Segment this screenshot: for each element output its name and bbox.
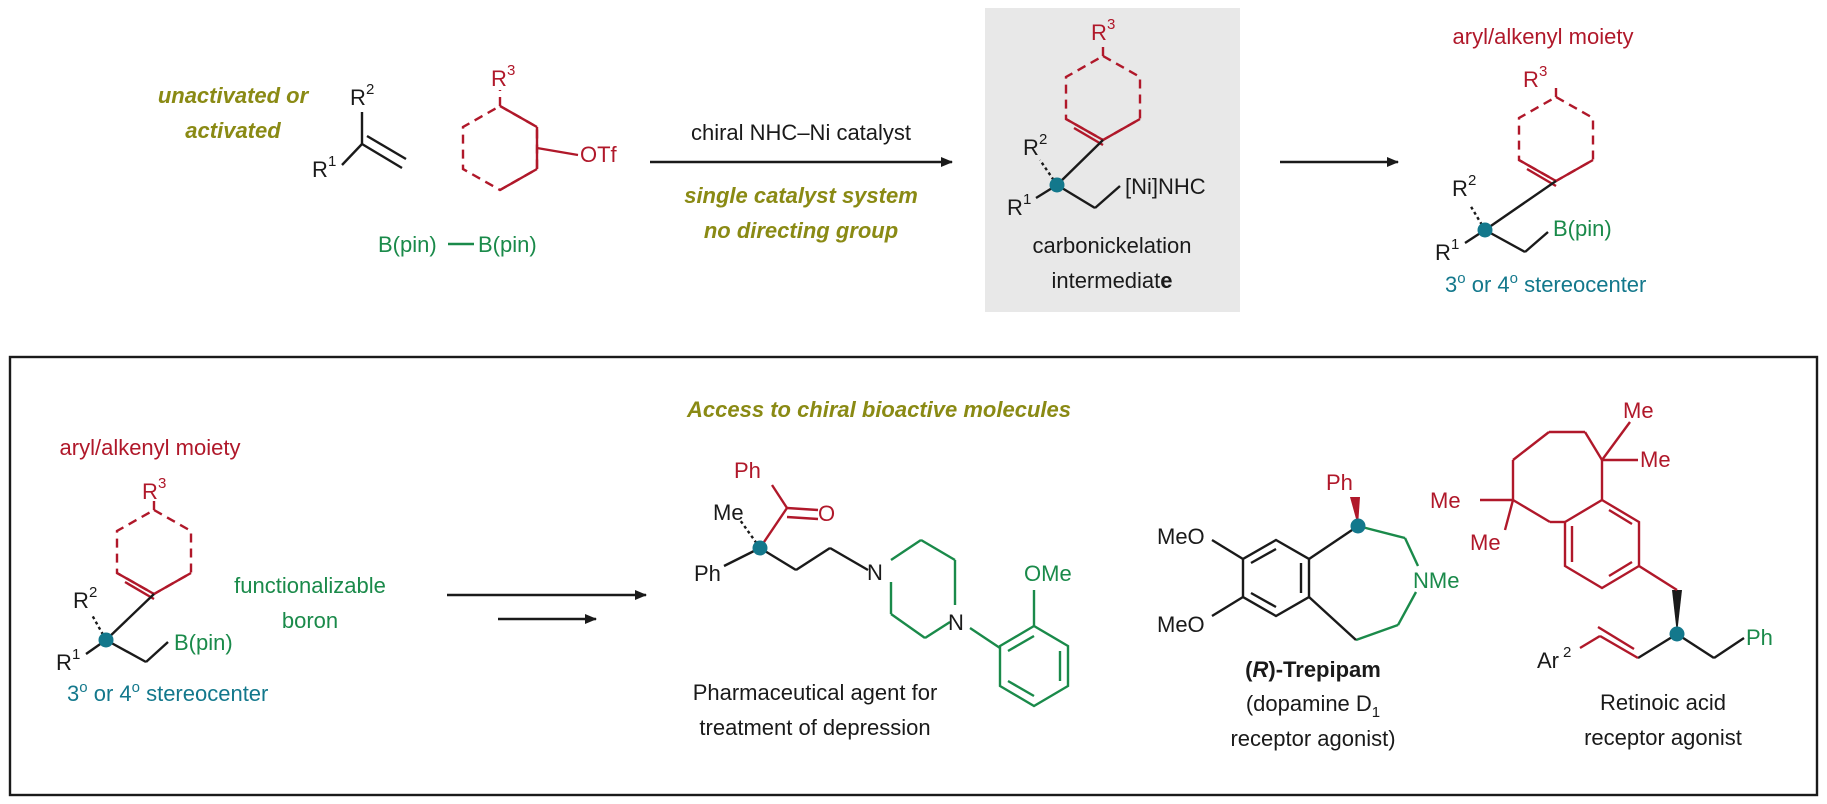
pharma-n2: N (948, 610, 964, 635)
functionalizable-note-1: functionalizable (234, 573, 386, 598)
boronate-structure: aryl/alkenyl moiety R 3 R 2 R 1 B(pin) 3… (56, 435, 386, 706)
product-r1-sup: 1 (1451, 236, 1459, 253)
product-heading: aryl/alkenyl moiety (1453, 24, 1634, 49)
reaction-conditions: chiral NHC–Ni catalyst single catalyst s… (650, 120, 953, 243)
intermediate-box: R 3 R 2 R 1 [Ni]NHC carbonickelation int… (985, 8, 1240, 312)
intermediate-metal: [Ni]NHC (1125, 174, 1206, 199)
boronate-r1: R (56, 650, 72, 675)
intermediate-r1-sup: 1 (1023, 191, 1031, 208)
product-boron: B(pin) (1553, 216, 1612, 241)
product-stereocenter-dot (1477, 222, 1493, 238)
boronate-stereocenter-dot (98, 632, 114, 648)
trepipam-ph: Ph (1326, 470, 1353, 495)
boronate-stereocenter-label: 3o or 4o stereocenter (67, 679, 268, 706)
trepipam-structure: MeO MeO Ph NMe (R)-Trepipam (dopamine D1… (1157, 470, 1459, 751)
boronate-r1-sup: 1 (72, 646, 80, 663)
pharma-caption-1: Pharmaceutical agent for (693, 680, 938, 705)
pharma-n1: N (867, 560, 883, 585)
alkene-r2-sup: 2 (366, 81, 374, 98)
product-r2-sup: 2 (1468, 172, 1476, 189)
pharma-stereocenter-dot (752, 540, 768, 556)
pharma-me: Me (713, 500, 744, 525)
trepipam-meo-1: MeO (1157, 524, 1205, 549)
intermediate-caption-1: carbonickelation (1033, 233, 1192, 258)
pharma-o: O (818, 501, 835, 526)
trepipam-name: (R)-Trepipam (1245, 657, 1381, 682)
pharmaceutical-agent-structure: Ph O Me Ph N N OMe Pharmaceutical agent … (693, 458, 1072, 740)
boronate-heading: aryl/alkenyl moiety (60, 435, 241, 460)
diboron-left: B(pin) (378, 232, 437, 257)
alkene-r1: R (312, 157, 328, 182)
aryl-r3-sup: 3 (507, 62, 515, 79)
intermediate-r1: R (1007, 195, 1023, 220)
retinoic-me-2: Me (1640, 447, 1671, 472)
intermediate-r2-sup: 2 (1039, 131, 1047, 148)
intermediate-caption-2: intermediate (1051, 268, 1172, 293)
trepipam-desc-2: receptor agonist) (1230, 726, 1395, 751)
product-r3-sup: 3 (1539, 63, 1547, 80)
alkene-r2: R (350, 85, 366, 110)
boronate-r3-sup: 3 (158, 475, 166, 492)
applications-title: Access to chiral bioactive molecules (686, 397, 1071, 422)
pharma-ome: OMe (1024, 561, 1072, 586)
aryl-triflate-structure: R 3 OTf (461, 62, 618, 192)
diboron-right: B(pin) (478, 232, 537, 257)
boronate-r2-sup: 2 (89, 584, 97, 601)
boronate-r3: R (142, 479, 158, 504)
applications-panel (8, 355, 1819, 797)
conditions-note-1: single catalyst system (684, 183, 918, 208)
intermediate-r2: R (1023, 135, 1039, 160)
retinoic-stereocenter-dot (1669, 626, 1685, 642)
trepipam-meo-2: MeO (1157, 612, 1205, 637)
trepipam-desc-1: (dopamine D1 (1246, 691, 1380, 721)
retinoic-me-4: Me (1470, 530, 1501, 555)
pharma-caption-2: treatment of depression (699, 715, 930, 740)
retinoic-ar: Ar (1537, 648, 1559, 673)
intermediate-r3: R (1091, 20, 1107, 45)
retinoic-me-1: Me (1623, 398, 1654, 423)
product-r1: R (1435, 240, 1451, 265)
functionalizable-note-2: boron (282, 608, 338, 633)
retinoic-agonist-structure: Me Me Me Me Ar 2 Ph Retinoic acid recept… (1430, 398, 1773, 750)
retinoic-caption-1: Retinoic acid (1600, 690, 1726, 715)
retinoic-ph: Ph (1746, 625, 1773, 650)
alkene-r1-sup: 1 (328, 153, 336, 170)
product-r3: R (1523, 67, 1539, 92)
pharma-ph-top: Ph (734, 458, 761, 483)
stereocenter-dot (1049, 177, 1065, 193)
retinoic-caption-2: receptor agonist (1584, 725, 1742, 750)
pharma-ph-left: Ph (694, 561, 721, 586)
boronate-boron: B(pin) (174, 630, 233, 655)
intermediate-r3-sup: 3 (1107, 16, 1115, 33)
substrate-label-line1: unactivated or (158, 83, 310, 108)
catalyst-label: chiral NHC–Ni catalyst (691, 120, 911, 145)
product-structure: aryl/alkenyl moiety R 3 R 2 R 1 B(pin) 3… (1435, 24, 1646, 297)
product-r2: R (1452, 176, 1468, 201)
aryl-r3: R (491, 66, 507, 91)
substrate-label: unactivated or activated (158, 83, 310, 143)
trepipam-nme: NMe (1413, 568, 1459, 593)
aryl-otf: OTf (580, 142, 618, 167)
substrate-label-line2: activated (185, 118, 281, 143)
retinoic-ar-sup: 2 (1563, 644, 1571, 661)
product-stereocenter-label: 3o or 4o stereocenter (1445, 270, 1646, 297)
alkene-structure: R 2 R 1 (312, 81, 407, 182)
boronate-r2: R (73, 588, 89, 613)
conditions-note-2: no directing group (704, 218, 898, 243)
retinoic-me-3: Me (1430, 488, 1461, 513)
diboron-reagent: B(pin) B(pin) (378, 232, 537, 257)
trepipam-stereocenter-dot (1350, 518, 1366, 534)
